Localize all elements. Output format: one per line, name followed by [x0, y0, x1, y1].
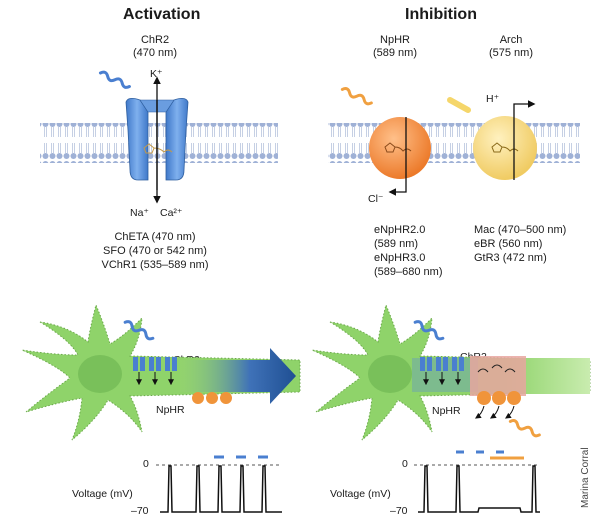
activation-title: Activation [123, 6, 201, 23]
left-voltage-label: Voltage (mV) [72, 488, 133, 500]
left-nphr-pumps-icon [192, 392, 232, 404]
nphr-variant-2: eNpHR3.0 [374, 252, 426, 264]
right-nphr-arrows [475, 405, 515, 419]
chr2-label: ChR2 [140, 34, 170, 46]
nphr-wavelength: (589 nm) [372, 47, 418, 59]
nphr-label: NpHR [380, 34, 410, 46]
right-chr2-channels-icon [420, 357, 464, 371]
right-voltage-trace [414, 450, 540, 513]
arch-wavelength: (575 nm) [488, 47, 534, 59]
arch-variant-mac: Mac (470–500 nm) [474, 224, 567, 236]
nphr-pump-icon [369, 117, 431, 179]
right-blue-light-icon [413, 320, 445, 341]
right-voltage-label: Voltage (mV) [330, 488, 391, 500]
left-blue-light-icon [123, 320, 155, 341]
chr2-variant-sfo: SFO (470 or 542 nm) [103, 245, 207, 257]
arch-label: Arch [499, 34, 523, 46]
arch-h-arrow [513, 100, 536, 180]
arch-variant-gtr3: GtR3 (472 nm) [474, 252, 547, 264]
left-action-potential-arrow [180, 348, 296, 404]
right-inhibited-region [470, 356, 526, 396]
nphr-variant-1: eNpHR2.0 [374, 224, 426, 236]
right-chr2-arrows [423, 372, 461, 386]
right-nphr-pumps-icon [477, 391, 521, 405]
chr2-channel-icon [125, 98, 189, 181]
left-zero-tick: 0 [143, 458, 149, 470]
right-inhibition-ions [477, 364, 516, 373]
inhibition-membrane [328, 123, 580, 163]
left-minus70-tick: –70 [131, 505, 149, 517]
right-nphr-label: NpHR [432, 405, 461, 417]
cl-ion-label: Cl⁻ [368, 193, 384, 205]
chr2-wavelength: (470 nm) [132, 47, 178, 59]
arch-pump-icon [473, 116, 537, 180]
blue-light-icon [98, 70, 131, 89]
nphr-variant-1-wl: (589 nm) [374, 238, 419, 250]
right-zero-tick: 0 [402, 458, 408, 470]
left-chr2-channels-icon [133, 357, 177, 371]
na-ion-label: Na⁺ [130, 207, 149, 219]
chr2-variant-cheta: ChETA (470 nm) [114, 231, 196, 243]
left-voltage-trace [156, 455, 282, 513]
inhibition-title: Inhibition [405, 6, 477, 23]
nphr-variant-2-wl: (589–680 nm) [374, 266, 443, 278]
right-minus70-tick: –70 [390, 505, 408, 517]
left-chr2-arrows [136, 372, 174, 386]
arch-variant-ebr: eBR (560 nm) [474, 238, 543, 250]
left-neuron [21, 303, 301, 441]
nphr-cl-arrow [388, 117, 407, 196]
ca-ion-label: Ca²⁺ [160, 207, 183, 219]
activation-membrane [40, 123, 278, 163]
chr2-variant-vchr1: VChR1 (535–589 nm) [101, 259, 209, 271]
orange-light-icon [340, 87, 373, 106]
yellow-light-icon [447, 97, 471, 113]
left-nphr-label: NpHR [156, 404, 185, 416]
right-neuron [311, 303, 591, 441]
h-ion-label: H⁺ [486, 93, 500, 105]
right-orange-light-icon [508, 419, 541, 438]
